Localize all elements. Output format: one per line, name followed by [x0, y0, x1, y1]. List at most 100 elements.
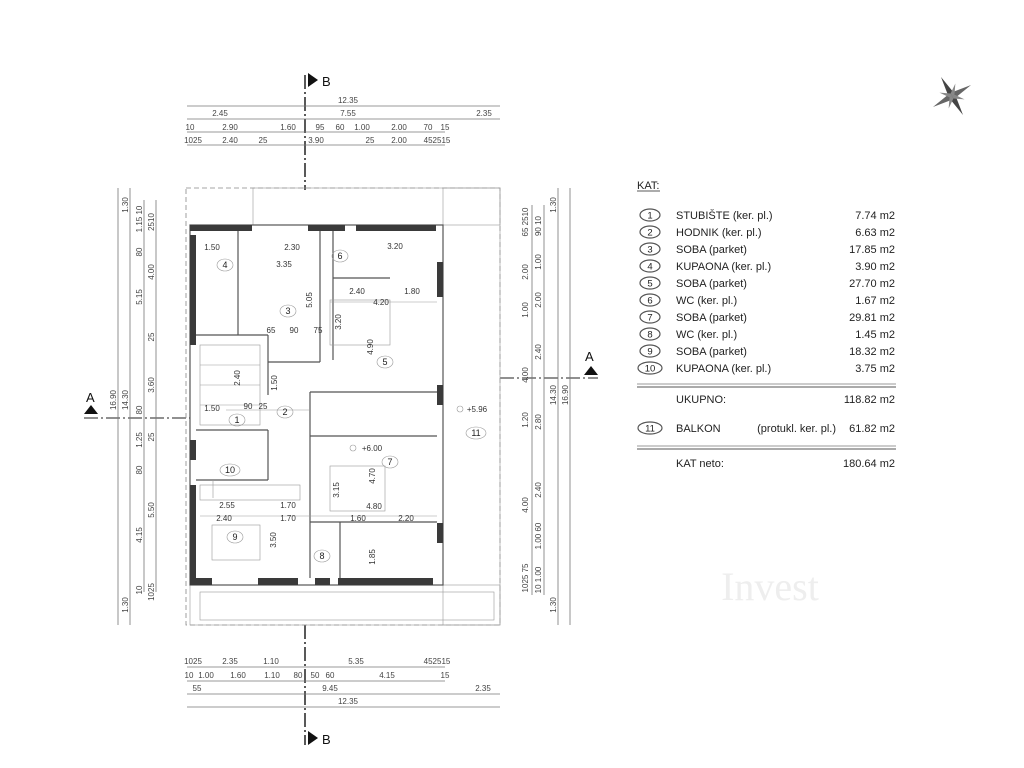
label: 1.45 m2 — [855, 329, 895, 341]
label: 3.60 — [147, 377, 156, 393]
label: 1025 75 — [521, 563, 530, 592]
legend-title: KAT: — [637, 180, 659, 192]
label: 452515 — [424, 657, 451, 666]
label: 10 — [645, 364, 656, 375]
label: 18.32 m2 — [849, 346, 895, 358]
legend-row: 7 SOBA (parket) 29.81 m2 — [639, 310, 895, 324]
label: BALKON — [676, 423, 721, 435]
section-b-top: B — [304, 73, 331, 190]
label: STUBIŠTE (ker. pl.) — [676, 209, 773, 222]
label: 25 — [147, 432, 156, 441]
label: 5 — [382, 357, 387, 367]
label: 11 — [645, 424, 655, 435]
label: SOBA (parket) — [676, 244, 747, 256]
label: 1.10 — [263, 657, 279, 666]
label: 17.85 m2 — [849, 244, 895, 256]
label: 2.40 — [349, 287, 365, 296]
label: 1.67 m2 — [855, 295, 895, 307]
label: 1.00 — [198, 671, 214, 680]
label: HODNIK (ker. pl.) — [676, 227, 762, 239]
label: 2.90 — [222, 123, 238, 132]
label: 27.70 m2 — [849, 278, 895, 290]
label: 6.63 m2 — [855, 227, 895, 239]
label: 1.30 — [549, 597, 558, 613]
label: 1.00 — [354, 123, 370, 132]
label: SOBA (parket) — [676, 278, 747, 290]
label: 80 — [135, 247, 144, 256]
label: 1.00 60 — [534, 522, 543, 549]
dimensions-top: 12.35 2.45 7.55 2.35 10 2.90 1.60 95 60 … — [184, 96, 500, 146]
legend-row: 9 SOBA (parket) 18.32 m2 — [639, 344, 895, 358]
label: 1.10 — [264, 671, 280, 680]
label: 3.20 — [334, 314, 343, 330]
label: 3.90 — [308, 136, 324, 145]
label: 1.50 — [204, 404, 220, 413]
label: 10 — [185, 671, 194, 680]
label: (protukl. ker. pl.) — [757, 423, 836, 435]
label: WC (ker. pl.) — [676, 329, 737, 341]
label: 29.81 m2 — [849, 312, 895, 324]
area-legend: KAT: 1 STUBIŠTE (ker. pl.) 7.74 m2 2 HOD… — [637, 180, 896, 470]
label: 2.00 — [521, 264, 530, 280]
label: 3.35 — [276, 260, 292, 269]
label: 2.00 — [391, 123, 407, 132]
label: 15 — [441, 123, 450, 132]
net-label: KAT neto: — [676, 458, 724, 470]
label: 16.90 — [561, 384, 570, 405]
section-b-bottom: B — [304, 625, 331, 747]
label: B — [322, 732, 331, 747]
label: 2.35 — [476, 109, 492, 118]
label: 15 — [441, 671, 450, 680]
label: 1.85 — [368, 549, 377, 565]
label: 7 — [387, 457, 392, 467]
label: 1 — [647, 211, 652, 222]
label: 65 2510 — [521, 207, 530, 236]
label: 2 — [282, 407, 287, 417]
label: 4 — [222, 260, 227, 270]
label: 4.15 — [135, 527, 144, 543]
label: 25 — [259, 402, 268, 411]
label: 3.75 m2 — [855, 363, 895, 375]
label: 4.80 — [366, 502, 382, 511]
label: 12.35 — [338, 96, 359, 105]
label: KUPAONA (ker. pl.) — [676, 261, 771, 273]
total-area: 118.82 m2 — [844, 394, 895, 406]
label: 4.00 — [521, 367, 530, 383]
label: 5.05 — [305, 292, 314, 308]
label: 80 — [294, 671, 303, 680]
label: 2 — [647, 228, 652, 239]
label: 2.00 — [534, 292, 543, 308]
label: 95 — [316, 123, 325, 132]
label: A — [86, 390, 95, 405]
label: 1.30 — [549, 197, 558, 213]
label: 70 — [424, 123, 433, 132]
label: 1.30 — [121, 597, 130, 613]
label: 1.00 — [534, 254, 543, 270]
label: 5 — [647, 279, 652, 290]
label: 2.40 — [534, 344, 543, 360]
label: 7.74 m2 — [855, 210, 895, 222]
label: 1.60 — [350, 514, 366, 523]
room-dimensions: 1.50 3.35 2.30 3.20 2.40 1.80 4.20 5.05 … — [204, 242, 487, 565]
label: 9 — [232, 532, 237, 542]
label: 1.25 — [135, 432, 144, 448]
label: 1025 — [184, 136, 202, 145]
label: 2.35 — [222, 657, 238, 666]
section-a-left: A — [84, 390, 190, 419]
label: 11 — [471, 428, 480, 438]
label: 1.00 — [521, 302, 530, 318]
label: 3 — [647, 245, 652, 256]
label: SOBA (parket) — [676, 312, 747, 324]
watermark: Invest — [721, 564, 819, 609]
label: 2.80 — [534, 414, 543, 430]
label: 2.45 — [212, 109, 228, 118]
label: 2510 — [147, 213, 156, 231]
label: 1.50 — [204, 243, 220, 252]
legend-row: 2 HODNIK (ker. pl.) 6.63 m2 — [639, 225, 895, 239]
section-a-right: A — [500, 349, 598, 379]
label: 3 — [285, 306, 290, 316]
label: 5.35 — [348, 657, 364, 666]
label: B — [322, 74, 331, 89]
label: 14.30 — [549, 384, 558, 405]
label: 8 — [319, 551, 324, 561]
